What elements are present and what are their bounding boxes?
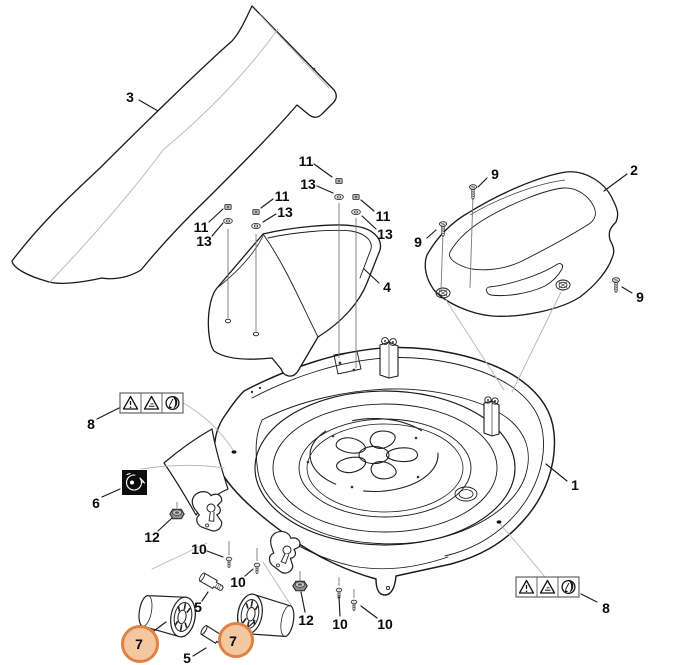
washer-13-c [334, 193, 344, 201]
highlight-circle-left[interactable] [121, 625, 159, 663]
callout-leader-lines [96, 99, 633, 657]
hinge-tower-rear [379, 337, 399, 379]
nut-11-b [252, 208, 260, 216]
callout-8-b[interactable]: 8 [602, 600, 610, 616]
callout-9-a[interactable]: 9 [491, 166, 499, 182]
hinge-tower-right [483, 396, 500, 437]
callout-10-c[interactable]: 10 [332, 616, 348, 632]
callout-3[interactable]: 3 [126, 89, 134, 105]
hinge-bracket-left [189, 486, 230, 536]
screw-10-b [253, 562, 261, 575]
callout-7-b[interactable]: 7 [229, 633, 237, 649]
discharge-chute [11, 5, 337, 284]
callout-12-b[interactable]: 12 [298, 612, 314, 628]
callout-8-a[interactable]: 8 [87, 416, 95, 432]
callout-9-c[interactable]: 9 [636, 289, 644, 305]
callout-7-a[interactable]: 7 [135, 636, 143, 652]
callout-13-a[interactable]: 13 [300, 176, 316, 192]
nut-12-a [169, 508, 185, 520]
callout-12-a[interactable]: 12 [144, 529, 160, 545]
stickers [119, 392, 580, 598]
callout-10-b[interactable]: 10 [230, 574, 246, 590]
callout-2[interactable]: 2 [630, 162, 638, 178]
deck-fan-recess [287, 406, 460, 505]
cover-ear-left [435, 287, 451, 299]
highlight-circle-right[interactable] [218, 622, 254, 658]
nut-12-b [292, 580, 308, 592]
washer-13-a [223, 217, 233, 225]
warning-label-right [515, 576, 580, 598]
callout-1[interactable]: 1 [571, 477, 579, 493]
callout-11-a[interactable]: 11 [299, 153, 314, 169]
callout-4[interactable]: 4 [383, 279, 391, 295]
callout-5-b[interactable]: 5 [183, 650, 191, 665]
discharge-flap [163, 428, 229, 516]
callout-11-c[interactable]: 11 [194, 219, 209, 235]
callout-11-d[interactable]: 11 [376, 208, 391, 224]
callout-13-d[interactable]: 13 [377, 226, 393, 242]
callout-5-a[interactable]: 5 [194, 599, 202, 615]
callout-11-b[interactable]: 11 [275, 188, 290, 204]
callout-6[interactable]: 6 [92, 495, 100, 511]
belt-cover [424, 171, 619, 317]
callout-10-a[interactable]: 10 [191, 541, 207, 557]
screw-10-a [225, 556, 233, 569]
screw-9-a [468, 184, 478, 200]
belt-routing-label [122, 470, 147, 495]
assembly-lines [140, 195, 562, 608]
washer-13-b [251, 222, 261, 230]
screw-9-c [611, 277, 621, 293]
callout-13-b[interactable]: 13 [277, 204, 293, 220]
rollers-and-axles [135, 571, 298, 649]
warning-label-left [119, 392, 184, 414]
screw-10-d [350, 599, 358, 612]
callouts: 3 11 13 11 13 11 13 11 13 2 9 9 9 4 1 8 … [87, 89, 644, 665]
cover-ear-right [555, 279, 571, 291]
washer-13-d [351, 208, 361, 216]
nut-11-d [352, 193, 360, 201]
nut-11-c [335, 177, 343, 185]
callout-13-c[interactable]: 13 [196, 233, 212, 249]
mower-deck-housing [163, 337, 556, 596]
callout-10-d[interactable]: 10 [377, 616, 393, 632]
callout-9-b[interactable]: 9 [414, 234, 422, 250]
axle-5-top [197, 571, 226, 594]
nut-11-a [224, 203, 232, 211]
deflector [207, 224, 382, 377]
